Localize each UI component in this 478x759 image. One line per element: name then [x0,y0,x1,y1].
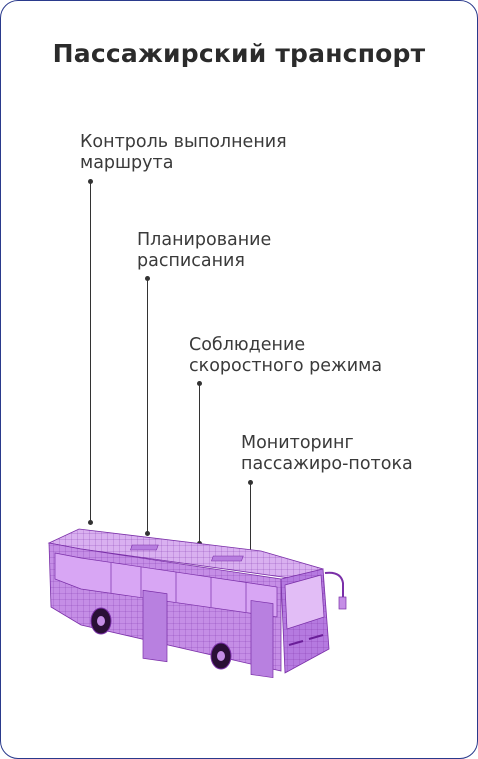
bus-windshield [284,574,325,630]
bus-door [250,600,274,679]
bus-door [142,589,168,663]
callout-speed-compliance-dot [197,381,202,386]
bus-wireframe-illustration [47,528,347,679]
bus-roof-unit [130,544,159,551]
callout-schedule-planning: Планирование расписания [137,230,271,272]
callout-schedule-planning-dot [145,276,150,281]
callout-speed-compliance-line2: скоростного режима [189,356,383,376]
callout-speed-compliance: Соблюдение скоростного режима [189,335,382,377]
callout-schedule-planning-line1: Планирование [137,230,272,250]
card-title: Пассажирский транспорт [52,39,426,68]
bus-headlights [288,634,324,646]
callout-schedule-planning-line2: расписания [137,251,245,271]
callout-route-control-line1: Контроль выполнения [80,132,287,152]
callout-speed-compliance-line [199,384,200,543]
bus-mirror [324,571,344,599]
callout-passenger-flow: Мониторинг пассажиро-потока [241,433,413,475]
bus-roof-unit [211,555,244,562]
callout-route-control-line2: маршрута [80,153,174,173]
callout-passenger-flow-line [250,483,251,553]
callout-schedule-planning-line [147,279,148,533]
bus-side-windows [54,552,278,618]
callout-route-control-line [90,182,91,522]
callout-schedule-planning-anchor [145,531,150,536]
callout-route-control: Контроль выполнения маршрута [80,132,287,174]
callout-passenger-flow-line1: Мониторинг [241,433,354,453]
callout-route-control-anchor [88,520,93,525]
callout-route-control-dot [88,179,93,184]
callout-passenger-flow-line2: пассажиро-потока [241,454,413,474]
callout-speed-compliance-line1: Соблюдение [189,335,306,355]
callout-passenger-flow-dot [248,480,253,485]
